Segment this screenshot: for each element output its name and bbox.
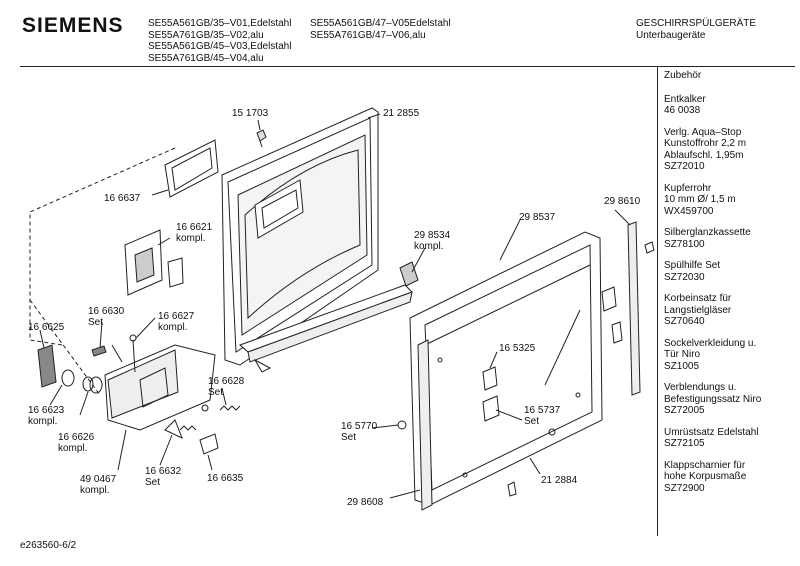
part-label: 16 6630 [88, 306, 125, 317]
brand-logo: SIEMENS [22, 14, 124, 37]
part-label: 16 6623 [28, 405, 65, 416]
part-label: 16 6632 [145, 466, 182, 477]
model-item: SE55A761GB/35–V02,alu [148, 29, 264, 41]
seal-frame [164, 139, 219, 198]
part-label: 15 1703 [232, 108, 269, 119]
part-label: 29 8537 [519, 212, 556, 223]
part-label: kompl. [58, 443, 88, 454]
category-label: GESCHIRRSPÜLGERÄTE Unterbaugeräte [636, 18, 756, 41]
part-label: 21 2855 [383, 108, 420, 119]
model-item: SE55A561GB/35–V01,Edelstahl [148, 18, 292, 29]
right-strip [627, 221, 641, 396]
model-item: SE55A561GB/47–V05Edelstahl [310, 18, 451, 29]
part-label: 29 8608 [347, 497, 384, 508]
sidebar-divider [657, 66, 658, 536]
category-line: GESCHIRRSPÜLGERÄTE [636, 18, 757, 29]
model-item: SE55A561GB/45–V03,Edelstahl [148, 41, 292, 52]
clip [482, 366, 498, 391]
part-label: Set [145, 477, 161, 488]
part-label: kompl. [176, 233, 206, 244]
part-label: 16 6621 [176, 222, 213, 233]
part-label: 29 8534 [414, 230, 451, 241]
part-label: 16 5770 [341, 421, 378, 432]
accessories-title: Zubehör [664, 70, 702, 81]
part-label: 16 6627 [158, 311, 195, 322]
header-divider [20, 66, 795, 67]
dashed-bracket [29, 147, 176, 346]
part-label: 16 6626 [58, 432, 95, 443]
model-item: SE55A761GB/47–V06,alu [310, 29, 426, 41]
screw [256, 129, 267, 142]
category-line: Unterbaugeräte [636, 29, 706, 41]
part-label: Set [524, 416, 540, 427]
spring [219, 405, 241, 411]
part-label: 16 5737 [524, 405, 561, 416]
part-label: 21 2884 [541, 475, 578, 486]
part-label: kompl. [158, 322, 188, 333]
part-label: Set [341, 432, 357, 443]
part-label: 29 8610 [604, 196, 641, 207]
spring-2 [179, 425, 197, 431]
part-label: 49 0467 [80, 474, 117, 485]
part-label: kompl. [28, 416, 58, 427]
clip-2 [482, 395, 500, 422]
part-label: Set [88, 317, 104, 328]
model-item: SE55A761GB/45–V04,alu [148, 52, 264, 64]
outer-panel [409, 231, 603, 506]
part-label: kompl. [414, 241, 444, 252]
handle-recess [254, 179, 304, 239]
model-list-1: SE55A561GB/35–V01,Edelstahl SE55A761GB/3… [148, 18, 291, 64]
part-label: 16 6635 [207, 473, 244, 484]
part-label: Set [208, 387, 224, 398]
part-label: 16 6628 [208, 376, 245, 387]
part-label: 16 6625 [28, 322, 65, 333]
dashed-bracket-2 [29, 299, 101, 396]
drawing-code: e263560-6/2 [20, 540, 77, 551]
model-list-2: SE55A561GB/47–V05Edelstahl SE55A761GB/47… [310, 18, 451, 41]
part-label: 16 5325 [499, 343, 536, 354]
switch-block [199, 433, 219, 455]
part-label: 16 6637 [104, 193, 141, 204]
part-label: kompl. [80, 485, 110, 496]
button-cap [37, 344, 57, 388]
side-strip [417, 339, 433, 511]
